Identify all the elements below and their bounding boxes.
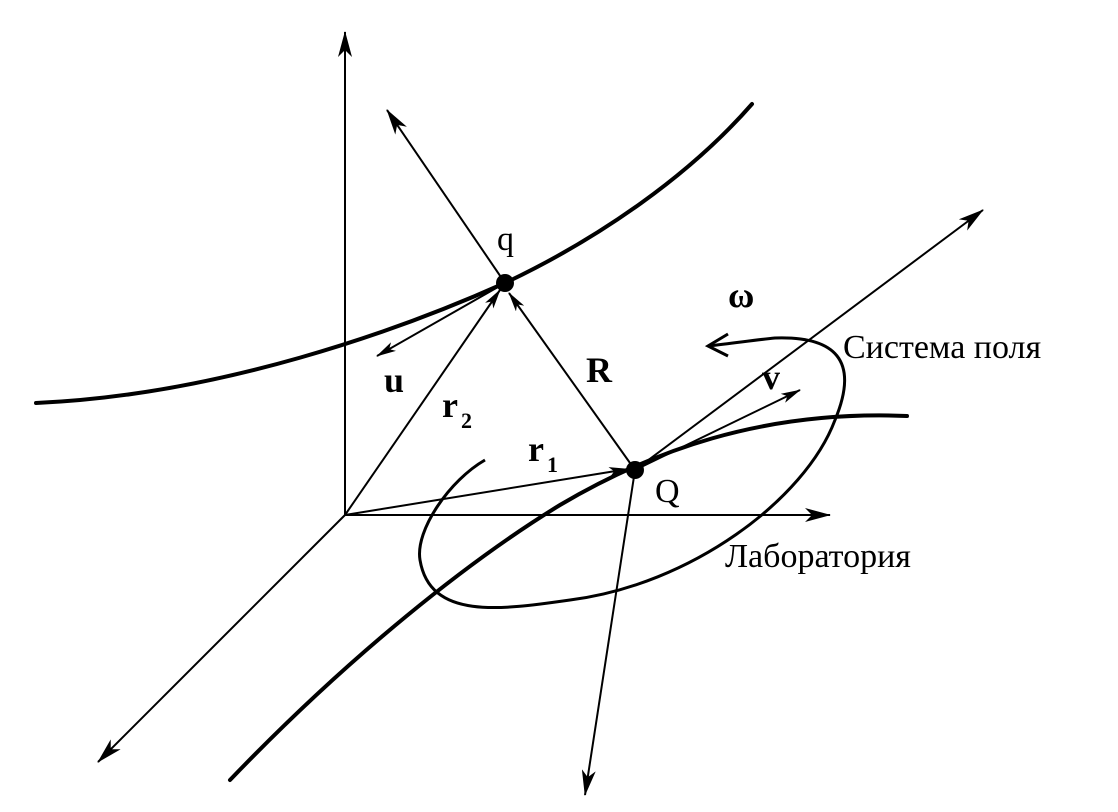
charge-Q-point — [626, 461, 644, 479]
omega-arrowhead — [704, 332, 729, 358]
lab-axis-diagonal — [97, 514, 346, 763]
label-r2-subscript: 2 — [461, 408, 472, 433]
label-R: R — [586, 350, 613, 390]
label-v: v — [762, 357, 780, 397]
label-q: q — [497, 221, 514, 258]
charge-q-point — [496, 274, 514, 292]
vector-r2 — [344, 289, 501, 516]
trajectory-q — [34, 102, 754, 405]
label-u: u — [384, 360, 404, 400]
label-r2: r — [442, 385, 458, 425]
label-Q: Q — [655, 473, 680, 510]
label-r1: r — [528, 429, 544, 469]
trajectory-Q — [228, 413, 909, 782]
vector-from-q — [386, 109, 506, 284]
field-axis-down — [581, 469, 636, 796]
label-r1-subscript: 1 — [547, 452, 558, 477]
vector-u — [376, 282, 506, 357]
vector-v — [634, 389, 801, 471]
vector-R — [508, 292, 636, 471]
label-omega: ω — [728, 275, 754, 315]
field-system-ellipse — [418, 336, 847, 610]
field-axis-up — [634, 209, 984, 471]
label-laboratory: Лаборатория — [725, 538, 911, 575]
vector-r1 — [344, 467, 629, 516]
label-field-system: Система поля — [843, 329, 1042, 366]
